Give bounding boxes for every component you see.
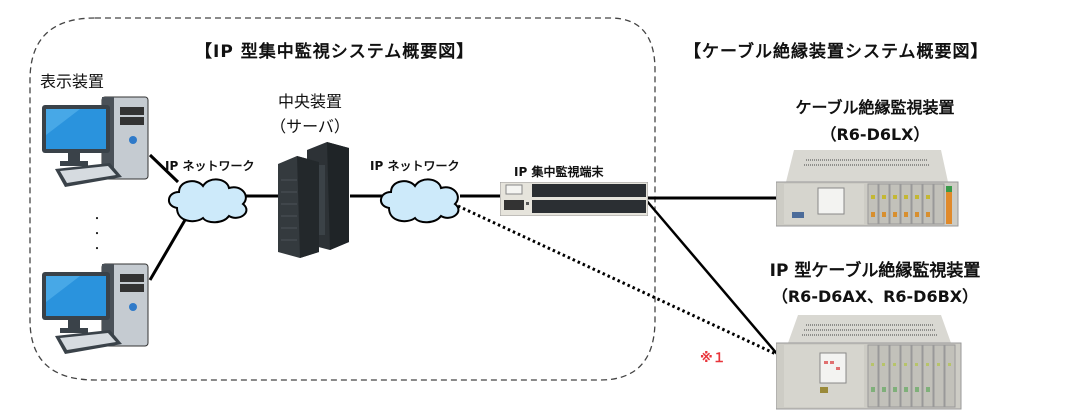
ip-system-boundary — [29, 17, 656, 381]
device2-model: （R6-D6AX、R6-D6BX） — [771, 287, 979, 306]
device1-rack-unit[interactable] — [776, 150, 961, 230]
device1-name: ケーブル絶縁監視装置 — [795, 98, 955, 117]
central-device-label: 中央装置 — [277, 92, 342, 111]
link-pc2-cloud — [148, 219, 187, 281]
ip-system-title: 【IP 型集中監視システム概要図】 — [195, 42, 475, 62]
display-device-pc-1[interactable] — [40, 95, 155, 187]
desktop-pc-icon — [42, 96, 149, 187]
network-cloud-icon-left — [168, 178, 248, 224]
terminal-label: IP 集中監視端末 — [514, 165, 604, 179]
device1-model: （R6-D6LX） — [820, 125, 930, 144]
note-mark: ※１ — [700, 351, 726, 366]
device2-name: IP 型ケーブル絶縁監視装置 — [769, 261, 981, 281]
display-device-pc-2[interactable] — [40, 262, 155, 372]
link-dotted-cloud-device2 — [457, 204, 779, 357]
network-cloud-icon-right — [380, 178, 460, 224]
device2-rack-unit[interactable] — [776, 315, 966, 410]
server-rack-icon[interactable] — [275, 140, 360, 260]
ip-monitoring-terminal-device[interactable] — [500, 182, 648, 216]
network-label-right: IP ネットワーク — [370, 159, 460, 173]
network-label-left: IP ネットワーク — [165, 159, 255, 173]
link-pc1-cloud — [148, 153, 180, 184]
display-device-label: 表示装置 — [40, 72, 105, 91]
cable-system-title: 【ケーブル絶縁装置システム概要図】 — [684, 42, 989, 62]
central-device-sublabel: （サーバ） — [270, 117, 350, 136]
more-devices-ellipsis: ・ ・ ・ — [92, 214, 102, 255]
desktop-pc-icon — [42, 263, 149, 354]
link-terminal-device2 — [645, 199, 779, 356]
